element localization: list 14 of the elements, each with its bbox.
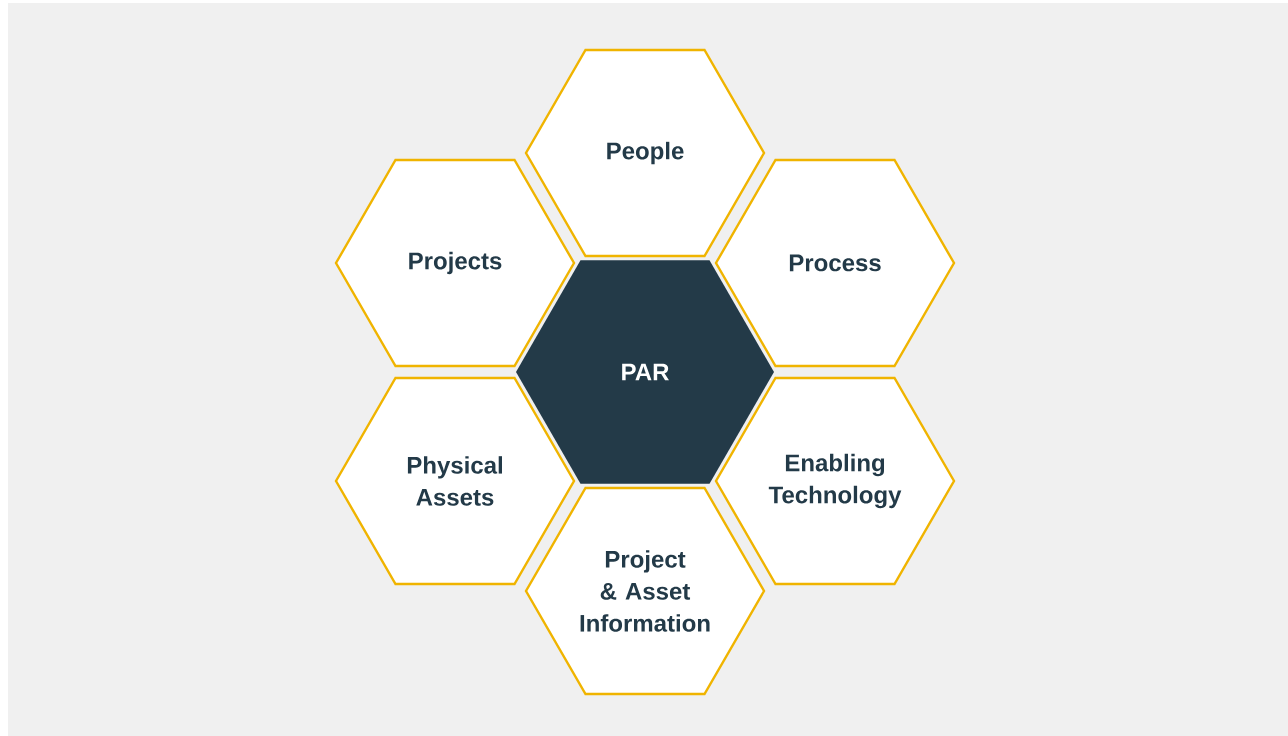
hexagon-label: PAR	[622, 363, 669, 381]
hexagon	[524, 486, 766, 696]
hexagon	[524, 48, 766, 258]
hexagon-label: Enabling Technology	[768, 453, 902, 509]
hexagon	[334, 158, 576, 368]
hexagon	[714, 376, 956, 586]
hexagon	[714, 158, 956, 368]
hexagon-label: Physical Assets	[407, 456, 502, 506]
hexagon	[334, 376, 576, 586]
hexagon-label: Process	[789, 254, 881, 272]
hexagon-label: Projects	[409, 251, 502, 275]
hexagon-label: Project & Asset Information	[580, 550, 710, 632]
hexagon	[516, 260, 774, 484]
hexagon-label: People	[607, 141, 684, 165]
